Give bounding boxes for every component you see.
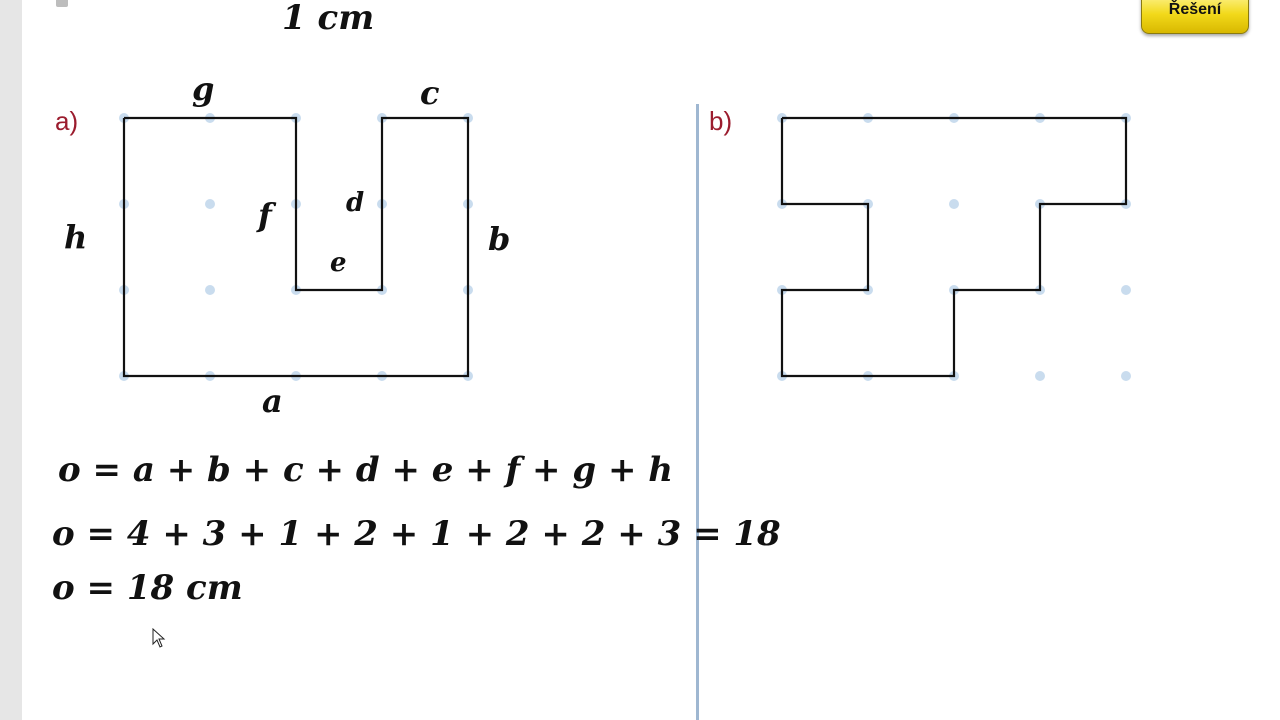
grid-dot <box>205 285 215 295</box>
grid-dot <box>1121 285 1131 295</box>
grid-dot <box>377 285 387 295</box>
grid-dot <box>777 199 787 209</box>
perimeter-substitution: o = 4 + 3 + 1 + 2 + 1 + 2 + 2 + 3 = 18 <box>52 514 781 554</box>
left-edge-strip <box>0 0 22 720</box>
grid-dot <box>119 199 129 209</box>
side-label-g: g <box>192 70 215 108</box>
scale-note: 1 cm <box>282 0 375 38</box>
grid-dot <box>291 285 301 295</box>
side-label-f: f <box>258 196 272 234</box>
grid-dot <box>205 199 215 209</box>
side-label-a: a <box>262 382 283 420</box>
arrow-cursor-icon <box>152 628 166 648</box>
grid-dot <box>949 113 959 123</box>
grid-dot <box>1035 371 1045 381</box>
grid-dot <box>949 199 959 209</box>
part-a-label: a) <box>55 106 79 136</box>
grid-dot <box>463 285 473 295</box>
grid-dot <box>863 113 873 123</box>
part-b-label: b) <box>709 106 733 136</box>
grid-dot <box>777 371 787 381</box>
grid-dot <box>291 199 301 209</box>
grid-dot <box>463 199 473 209</box>
grid-dot <box>777 285 787 295</box>
grid-dot <box>119 285 129 295</box>
side-label-h: h <box>64 218 88 256</box>
grid-dot <box>1121 113 1131 123</box>
solution-button[interactable]: Řešení <box>1141 0 1249 34</box>
grid-dot <box>1121 371 1131 381</box>
grid-dot <box>205 113 215 123</box>
grid-dot <box>291 371 301 381</box>
scroll-nub <box>56 0 68 7</box>
perimeter-formula: o = a + b + c + d + e + f + g + h <box>58 450 674 490</box>
grid-dot <box>949 285 959 295</box>
side-label-c: c <box>420 74 440 112</box>
shape-b-outline <box>780 116 1128 378</box>
grid-dot <box>863 285 873 295</box>
grid-dot <box>1035 199 1045 209</box>
grid-dot <box>777 113 787 123</box>
grid-dot <box>463 113 473 123</box>
grid-dots-a <box>119 113 473 381</box>
perimeter-result: o = 18 cm <box>52 568 243 608</box>
section-divider <box>696 104 699 720</box>
grid-dot <box>377 199 387 209</box>
grid-dot <box>205 371 215 381</box>
grid-dot <box>119 371 129 381</box>
side-label-d: d <box>346 188 365 218</box>
grid-dot <box>863 371 873 381</box>
grid-dot <box>119 113 129 123</box>
grid-dot <box>1035 285 1045 295</box>
grid-dot <box>949 371 959 381</box>
side-label-e: e <box>330 248 347 278</box>
grid-dots-b <box>777 113 1131 381</box>
grid-dot <box>863 199 873 209</box>
grid-dot <box>463 371 473 381</box>
grid-dot <box>1035 113 1045 123</box>
grid-dot <box>377 113 387 123</box>
side-label-b: b <box>488 220 511 258</box>
shape-a-outline <box>122 116 470 378</box>
grid-dot <box>377 371 387 381</box>
grid-dot <box>1121 199 1131 209</box>
grid-dot <box>291 113 301 123</box>
